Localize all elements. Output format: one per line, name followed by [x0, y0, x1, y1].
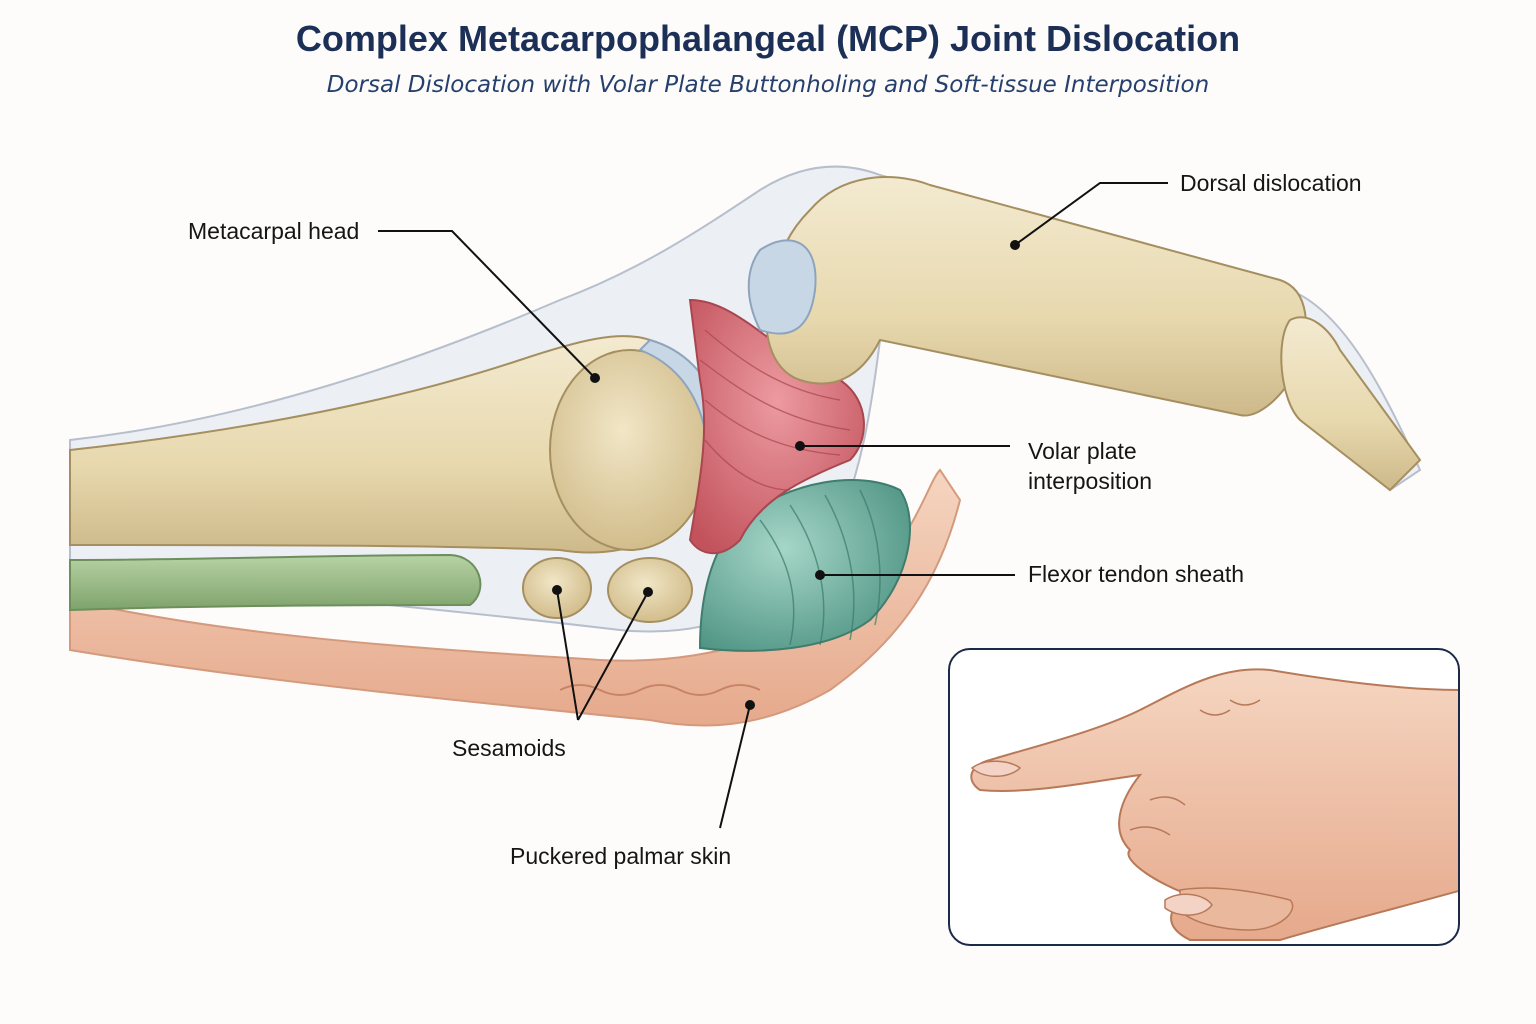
skin-creases — [559, 684, 761, 696]
label-dorsal-dislocation: Dorsal dislocation — [1180, 170, 1362, 196]
flexor-tendon-sheath — [698, 479, 911, 652]
label-flexor-tendon-sheath: Flexor tendon sheath — [1028, 561, 1245, 587]
hand-illustration — [970, 668, 1458, 941]
diagram-title: Complex Metacarpophalangeal (MCP) Joint … — [295, 18, 1241, 59]
leader-dorsal-dislocation — [1014, 182, 1168, 246]
hand-shape — [970, 668, 1458, 941]
label-metacarpal-head: Metacarpal head — [188, 218, 360, 244]
finger-nail — [1164, 893, 1213, 916]
leader-sesamoid-2 — [577, 591, 649, 721]
volar-plate-fibers — [699, 329, 851, 491]
leader-dots — [552, 240, 1020, 710]
thumb-nail — [970, 760, 1022, 777]
leader-lines — [378, 182, 1168, 829]
palmar-skin — [69, 468, 962, 727]
label-puckered-palmar-skin: Puckered palmar skin — [510, 843, 732, 869]
flexor-tendon — [69, 553, 482, 612]
knuckle-creases — [1129, 699, 1261, 836]
label-sesamoids: Sesamoids — [452, 735, 566, 761]
label-volar-plate-line2: interposition — [1028, 468, 1153, 494]
clinical-hand-inset — [948, 648, 1460, 946]
phalanx-base-cartilage — [747, 239, 817, 335]
label-volar-plate-line1: Volar plate — [1028, 438, 1137, 464]
middle-phalanx — [1280, 316, 1422, 492]
diagram-subtitle: Dorsal Dislocation with Volar Plate Butt… — [326, 72, 1210, 98]
folded-finger — [1179, 887, 1294, 931]
leader-palmar-skin — [719, 704, 751, 829]
leader-sesamoid-1 — [556, 589, 579, 721]
leader-metacarpal-head — [378, 230, 596, 379]
